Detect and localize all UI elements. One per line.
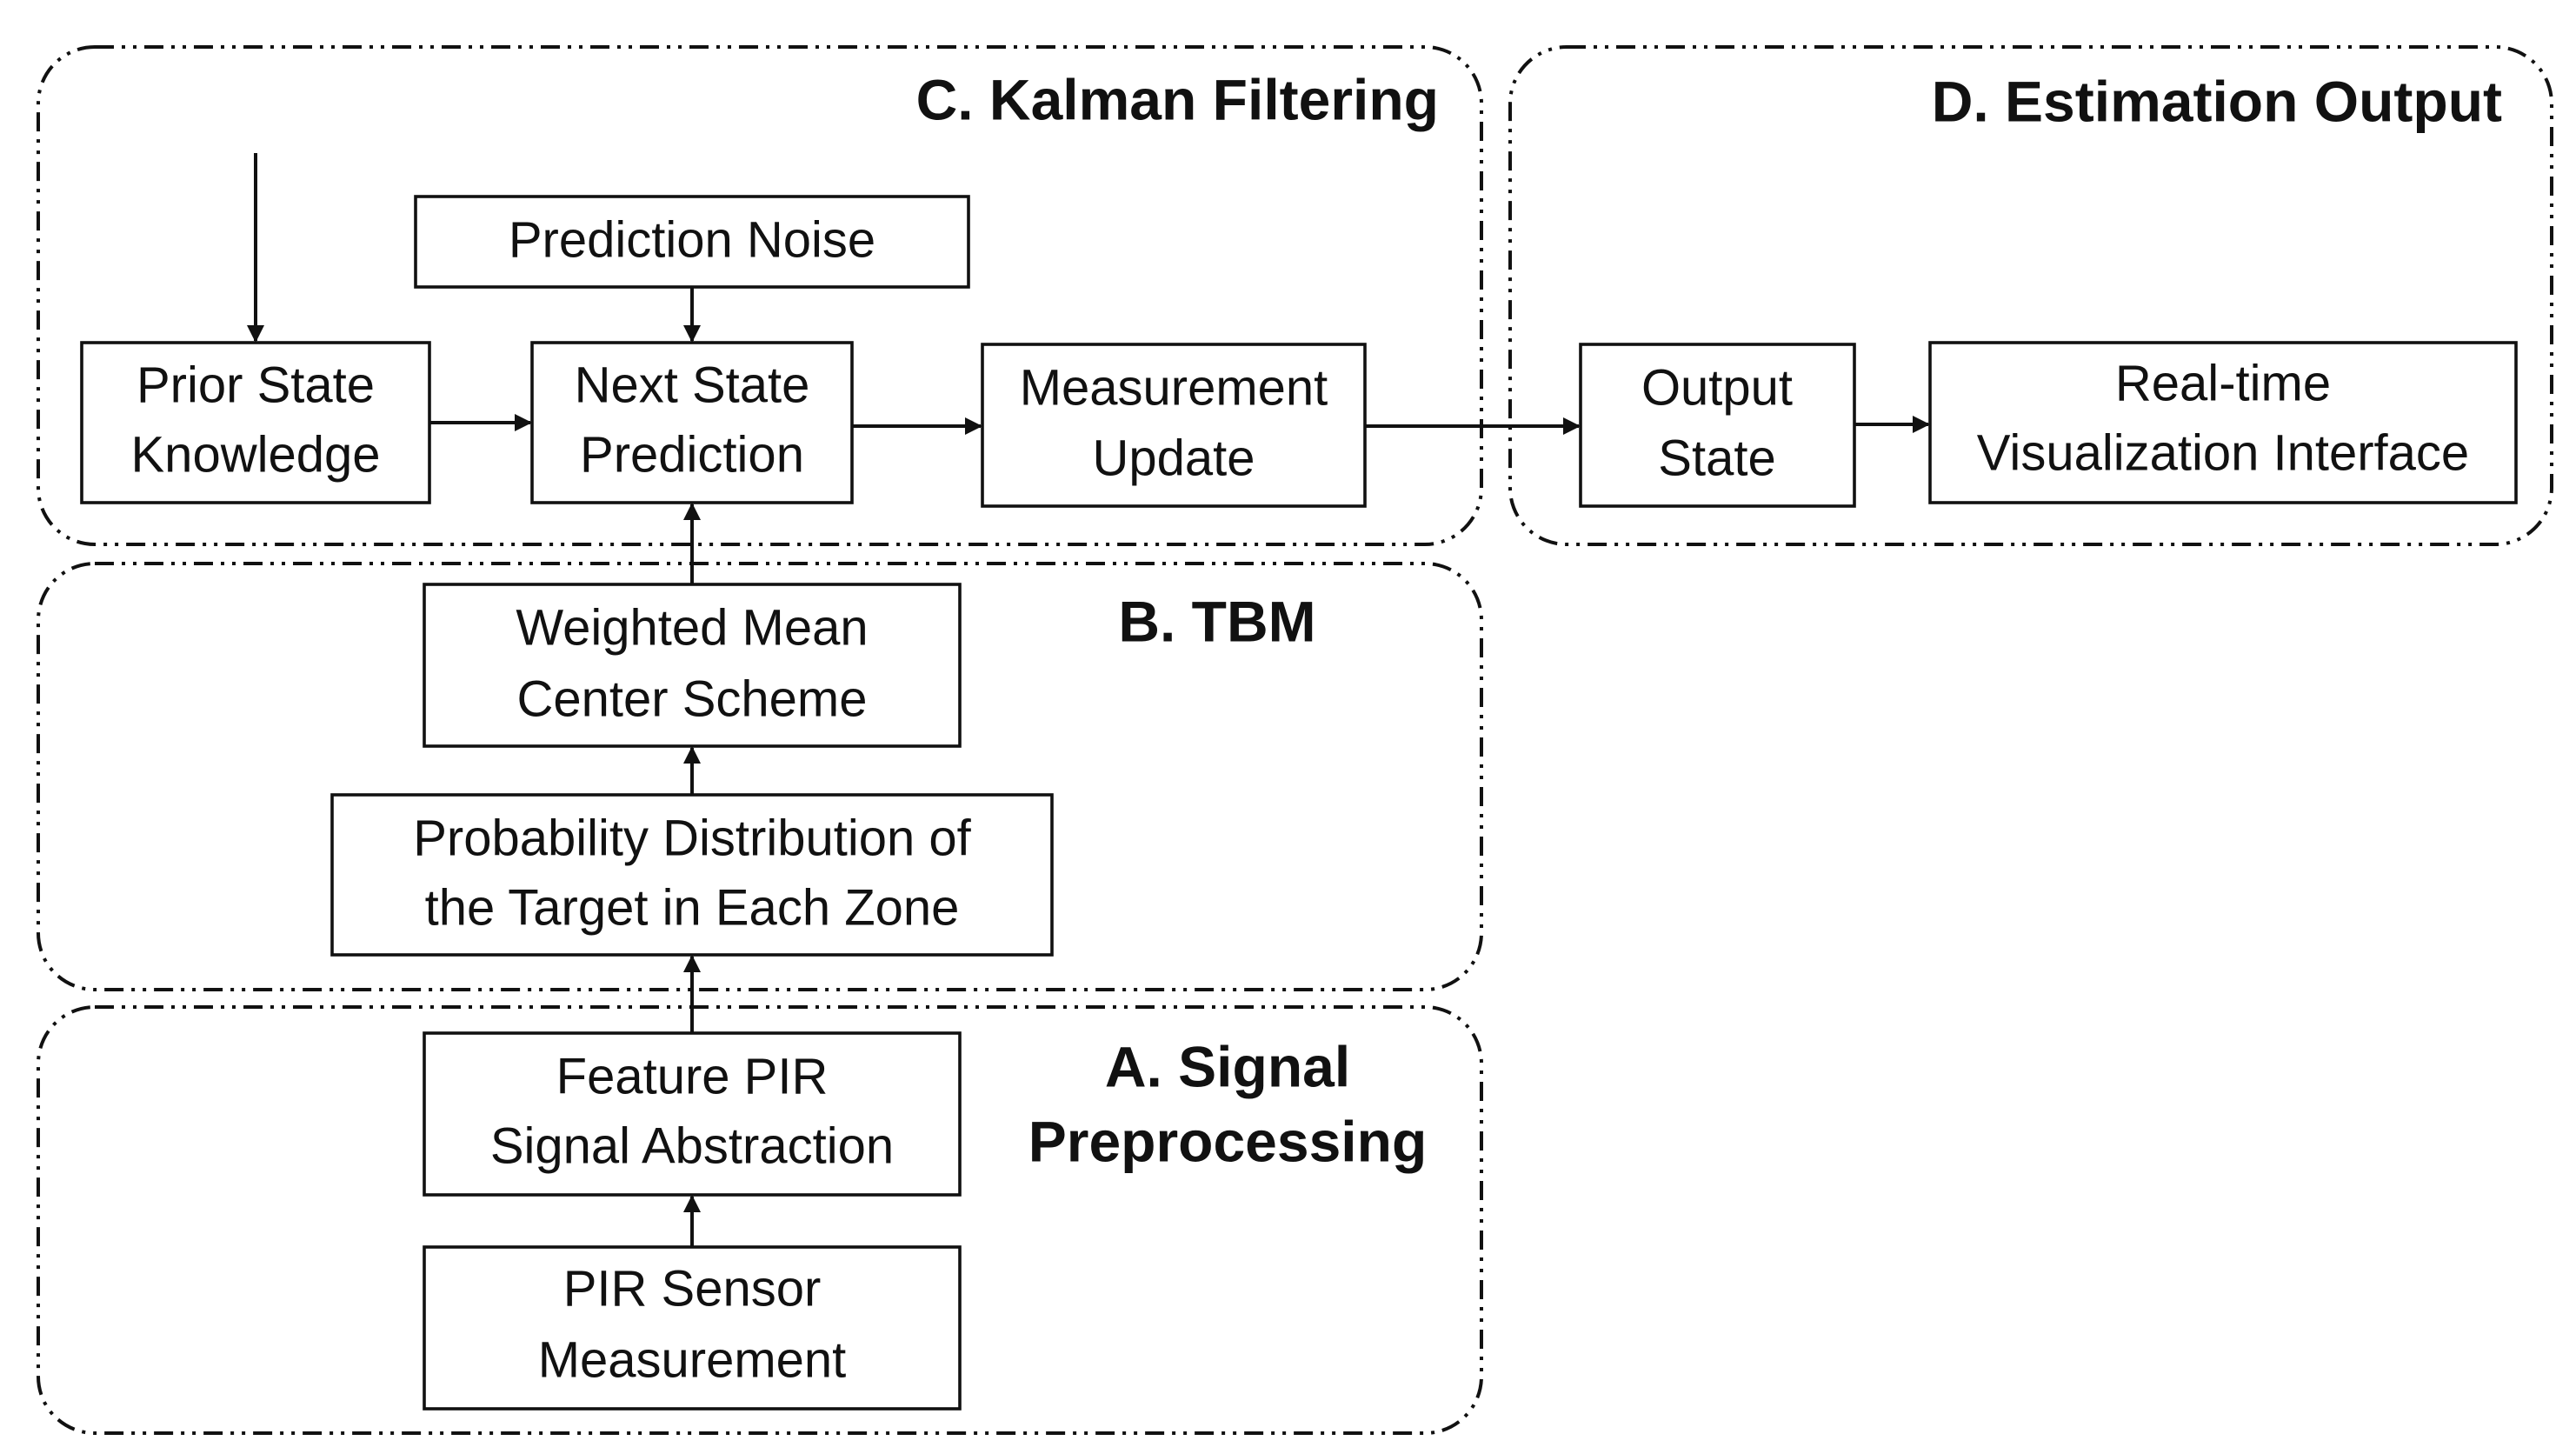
pir-sensor-measurement-box: PIR Sensor Measurement [423, 1245, 962, 1411]
probability-distribution-label-line2: the Target in Each Zone [425, 879, 960, 936]
feature-pir-label-line1: Feature PIR [556, 1048, 829, 1104]
next-state-prediction-box: Next State Prediction [530, 341, 854, 504]
output-state-box: Output State [1579, 343, 1856, 508]
estimation-output-group [1508, 45, 2553, 546]
signal-preprocessing-title-line1: A. Signal [1105, 1034, 1350, 1098]
estimation-output-title: D. Estimation Output [1932, 69, 2502, 133]
prior-state-label-line2: Knowledge [131, 426, 381, 483]
prior-state-knowledge-box: Prior State Knowledge [80, 341, 431, 504]
feature-pir-signal-box: Feature PIR Signal Abstraction [423, 1031, 962, 1197]
measurement-update-label-line1: Measurement [1020, 359, 1328, 416]
measurement-update-label-line2: Update [1092, 430, 1255, 486]
kalman-filtering-group [37, 45, 1483, 546]
prediction-noise-box: Prediction Noise [414, 195, 970, 289]
weighted-mean-label-line2: Center Scheme [517, 670, 868, 727]
realtime-visualization-label-line2: Visualization Interface [1977, 424, 2469, 481]
output-state-label-line1: Output [1641, 359, 1793, 416]
weighted-mean-center-box: Weighted Mean Center Scheme [423, 583, 962, 748]
probability-distribution-label-line1: Probability Distribution of [413, 810, 971, 866]
tbm-group [37, 562, 1483, 991]
prior-state-label-line1: Prior State [136, 357, 375, 413]
realtime-visualization-label-line1: Real-time [2115, 355, 2331, 411]
weighted-mean-label-line1: Weighted Mean [516, 599, 868, 656]
pir-sensor-label-line2: Measurement [538, 1331, 847, 1388]
kalman-filtering-title: C. Kalman Filtering [916, 67, 1439, 131]
probability-distribution-box: Probability Distribution of the Target i… [330, 793, 1054, 957]
pir-sensor-label-line1: PIR Sensor [563, 1260, 822, 1317]
next-state-label-line2: Prediction [580, 426, 804, 483]
realtime-visualization-box: Real-time Visualization Interface [1928, 341, 2518, 504]
signal-preprocessing-group [37, 1005, 1483, 1435]
measurement-update-box: Measurement Update [981, 343, 1367, 508]
feature-pir-label-line2: Signal Abstraction [490, 1117, 894, 1174]
tbm-title: B. TBM [1118, 589, 1315, 653]
prediction-noise-label: Prediction Noise [509, 211, 875, 268]
output-state-label-line2: State [1658, 430, 1775, 486]
next-state-label-line1: Next State [575, 357, 810, 413]
signal-preprocessing-title-line2: Preprocessing [1028, 1109, 1428, 1173]
